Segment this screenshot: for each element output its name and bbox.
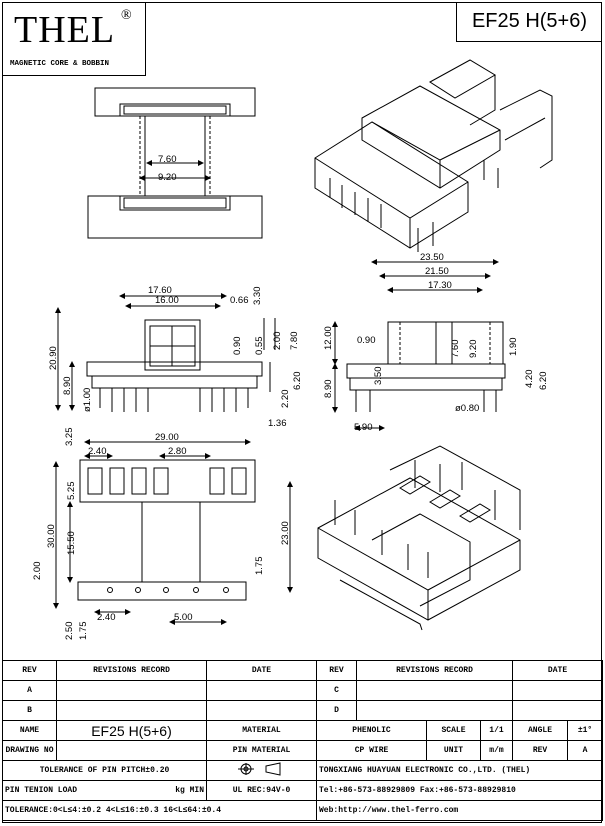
- part-title: EF25 H(5+6): [456, 2, 602, 42]
- dim-side-12-00: 12.00: [323, 326, 334, 350]
- company-name: TONGXIANG HUAYUAN ELECTRONIC CO.,LTD. (T…: [315, 760, 604, 781]
- pin-tension: PIN TENION LOAD kg MIN: [2, 780, 207, 801]
- dim-front-8-90: 8.90: [62, 377, 73, 396]
- title-block: REV REVISIONS RECORD DATE REV REVISIONS …: [2, 660, 604, 821]
- dim-bottom-2-00: 2.00: [32, 562, 43, 581]
- rev-header-right: REV: [316, 660, 357, 681]
- revisions-record-right: REVISIONS RECORD: [355, 660, 514, 681]
- dim-bottom-2-50: 2.50: [64, 622, 75, 641]
- pin-tension-label: PIN TENION LOAD: [5, 786, 78, 795]
- projection-symbol: [206, 760, 317, 781]
- pin-tension-unit: kg MIN: [175, 786, 204, 795]
- rev-a: A: [2, 680, 57, 701]
- drawing-no-label: DRAWING NO: [2, 740, 57, 761]
- angle-label: ANGLE: [512, 720, 569, 741]
- angle-value: ±1°: [567, 720, 604, 741]
- dim-bottom-5-00: 5.00: [174, 612, 193, 623]
- dim-bottom-15-50: 15.50: [66, 531, 77, 555]
- dim-side-6-20: 6.20: [538, 372, 549, 391]
- dim-side-3-50: 3.50: [373, 367, 384, 386]
- pin-material-value: CP WIRE: [316, 740, 427, 761]
- dim-side-9-20: 9.20: [468, 340, 479, 359]
- name-value: EF25 H(5+6): [56, 720, 207, 741]
- dim-bottom-23-00: 23.00: [280, 521, 291, 545]
- logo-box: THEL ® MAGNETIC CORE & BOBBIN: [2, 2, 146, 76]
- dim-front-0-55: 0.55: [254, 337, 265, 356]
- top-view: [87, 87, 263, 239]
- dim-side-5-90: 5.90: [354, 422, 373, 433]
- technical-drawing: 7.60 9.20: [32, 59, 553, 641]
- projection-icon: [237, 762, 280, 776]
- tolerance-general: TOLERANCE:0<L≤4:±0.2 4<L≤16:±0.3 16<L≤64…: [2, 800, 317, 821]
- name-label: NAME: [2, 720, 57, 741]
- isometric-view-bottom: [317, 445, 521, 631]
- dim-side-0-90: 0.90: [357, 335, 376, 346]
- tolerance-pin-pitch: TOLERANCE OF PIN PITCH±0.20: [2, 760, 207, 781]
- scale-label: SCALE: [426, 720, 481, 741]
- dim-top-inner: 7.60: [158, 154, 177, 165]
- rev-header-left: REV: [2, 660, 57, 681]
- rev-d: D: [316, 700, 357, 721]
- dim-front-20-90: 20.90: [48, 346, 59, 370]
- dim-front-2-20: 2.20: [280, 390, 291, 409]
- dim-side-17-30: 17.30: [428, 280, 452, 291]
- date-header-right: DATE: [512, 660, 604, 681]
- rev-b: B: [2, 700, 57, 721]
- front-view: [55, 293, 276, 412]
- bottom-view: [53, 439, 293, 625]
- dim-front-1-36: 1.36: [268, 418, 287, 429]
- dim-bottom-2-80: 2.80: [168, 446, 187, 457]
- tel-fax: Tel:+86-573-88929809 Fax:+86-573-8892981…: [315, 780, 604, 801]
- dim-bottom-3-25: 3.25: [64, 428, 75, 447]
- dim-side-7-60: 7.60: [450, 340, 461, 359]
- website: Web:http://www.thel-ferro.com: [315, 800, 604, 821]
- material-value: PHENOLIC: [316, 720, 427, 741]
- scale-value: 1/1: [479, 720, 514, 741]
- brand-subtitle: MAGNETIC CORE & BOBBIN: [10, 60, 110, 68]
- dim-side-21-50: 21.50: [425, 266, 449, 277]
- dim-bottom-30-00: 30.00: [46, 524, 57, 548]
- dim-front-0-66: 0.66: [230, 295, 249, 306]
- dim-front-phi: ø1.00: [82, 388, 93, 412]
- dim-front-0-90: 0.90: [232, 337, 243, 356]
- dim-side-23-50: 23.50: [420, 252, 444, 263]
- dim-front-3-30: 3.30: [252, 287, 263, 306]
- dim-bottom-1-75: 1.75: [254, 557, 265, 576]
- unit-value: m/m: [479, 740, 514, 761]
- dim-side-8-90: 8.90: [323, 380, 334, 399]
- dim-front-17-60: 17.60: [148, 285, 172, 296]
- dim-side-4-20: 4.20: [524, 370, 535, 389]
- dim-bottom-5-25: 5.25: [66, 482, 77, 501]
- dim-bottom-29-00: 29.00: [155, 432, 179, 443]
- dim-bottom-2-40: 2.40: [88, 446, 107, 457]
- dim-front-7-80: 7.80: [289, 332, 300, 351]
- rev-value: A: [567, 740, 604, 761]
- dim-front-6-20: 6.20: [292, 372, 303, 391]
- dim-front-16-00: 16.00: [155, 295, 179, 306]
- rev-label: REV: [512, 740, 569, 761]
- unit-label: UNIT: [426, 740, 481, 761]
- brand-logo: THEL: [14, 9, 116, 51]
- side-view: [332, 259, 506, 431]
- dim-bottom-2-40b: 2.40: [97, 612, 116, 623]
- revisions-record-left: REVISIONS RECORD: [56, 660, 207, 681]
- dim-side-1-90: 1.90: [508, 338, 519, 357]
- dim-bottom-1-75b: 1.75: [78, 622, 89, 641]
- dim-front-2-00: 2.00: [272, 332, 283, 351]
- dim-top-outer: 9.20: [158, 172, 177, 183]
- rev-c: C: [316, 680, 357, 701]
- pin-material-label: PIN MATERIAL: [206, 740, 317, 761]
- date-header-left: DATE: [206, 660, 317, 681]
- isometric-view-top: [314, 59, 553, 252]
- registered-mark: ®: [121, 8, 132, 23]
- material-label: MATERIAL: [206, 720, 317, 741]
- ul-rec: UL REC:94V-0: [206, 780, 317, 801]
- dim-side-phi: ø0.80: [455, 403, 479, 414]
